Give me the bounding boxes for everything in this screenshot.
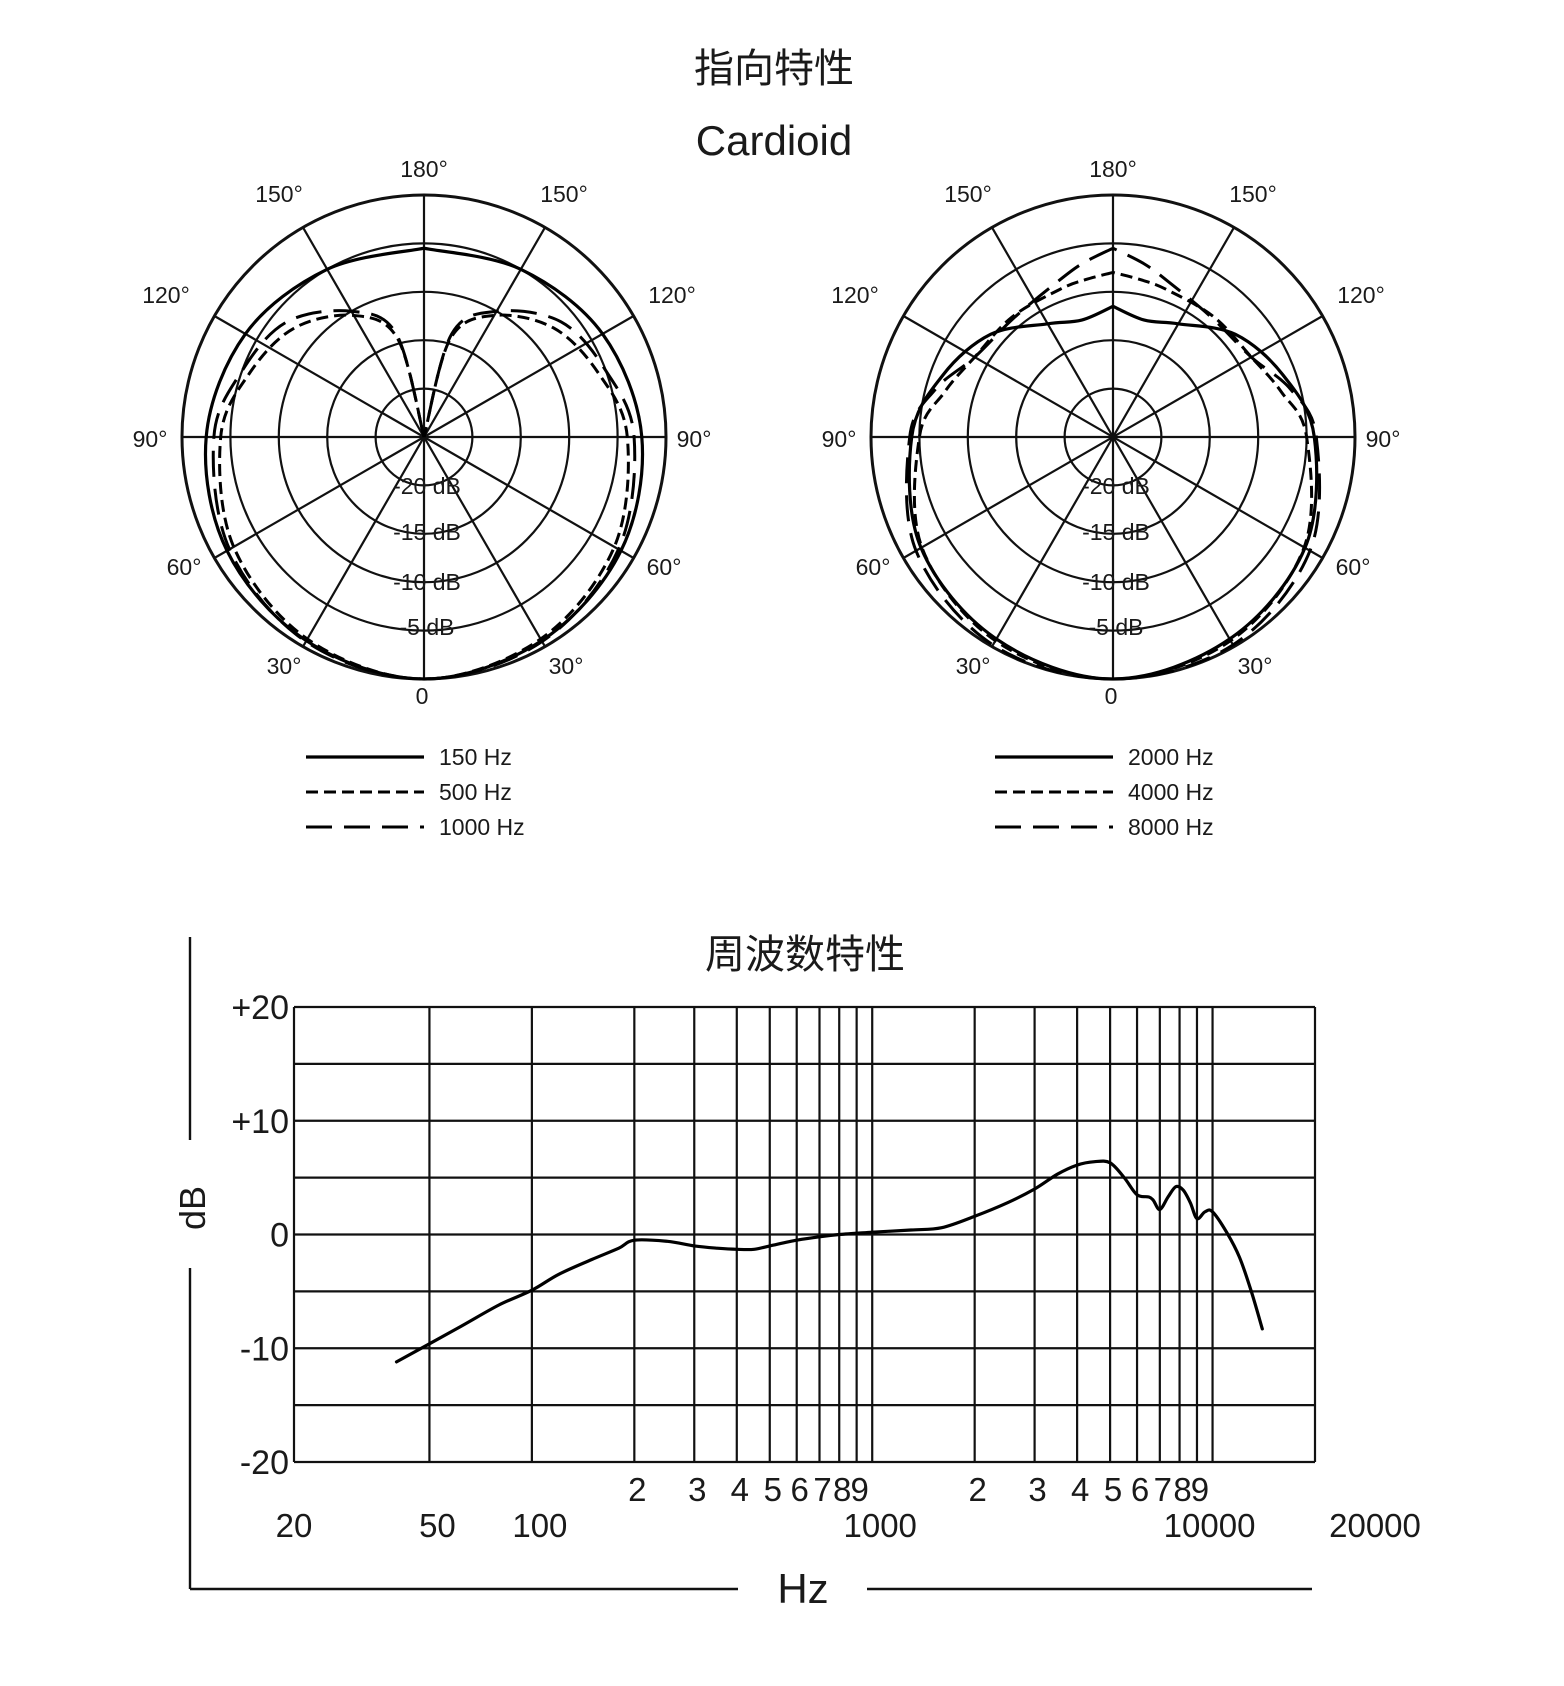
polar-spoke [991, 226, 1235, 648]
polar-ring-label: -15 dB [1082, 519, 1150, 545]
polar-ring-label: -10 dB [1082, 569, 1150, 595]
polar-angle-label: 90° [822, 426, 857, 452]
x-tick-label-major: 50 [419, 1507, 456, 1544]
x-tick-label-minor: 2 [628, 1471, 646, 1508]
x-tick-label-minor: 5 [1104, 1471, 1122, 1508]
y-axis-label: dB [172, 1186, 213, 1230]
polar-subtitle: Cardioid [696, 117, 852, 164]
polar-angle-label: 60° [856, 554, 891, 580]
polar-series-line [904, 246, 1322, 681]
polar-angle-label: 30° [549, 653, 584, 679]
x-tick-label-major: 1000 [844, 1507, 917, 1544]
polar-angle-label: 90° [677, 426, 712, 452]
polar-chart-low-frequencies: 180° 150° 150° 120° 120° 90° 90° 60° 60° 30° 30° 0 -… [133, 156, 712, 840]
polar-angle-label: 30° [1238, 653, 1273, 679]
polar-ring-label: -10 dB [393, 569, 461, 595]
polar-angle-label: 60° [1336, 554, 1371, 580]
legend-label: 1000 Hz [439, 814, 525, 840]
x-tick-label-minor: 3 [688, 1471, 706, 1508]
polar-angle-label: 90° [133, 426, 168, 452]
x-tick-label-major: 20000 [1329, 1507, 1421, 1544]
x-tick-label-minor: 8 [1173, 1471, 1191, 1508]
y-tick-label: +10 [231, 1103, 289, 1141]
legend-label: 4000 Hz [1128, 779, 1214, 805]
polar-ring-label: -20 dB [1082, 473, 1150, 499]
x-tick-label-minor: 9 [1191, 1471, 1209, 1508]
x-tick-label-minor: 7 [1154, 1471, 1172, 1508]
polar-angle-label: 120° [831, 282, 879, 308]
legend-label: 150 Hz [439, 744, 512, 770]
frequency-response-line [394, 1159, 1264, 1364]
polar-angle-label: 180° [1089, 156, 1137, 182]
x-tick-label-minor: 2 [968, 1471, 986, 1508]
polar-angle-label: 0 [1105, 683, 1118, 709]
x-tick-label-minor: 7 [813, 1471, 831, 1508]
polar-angle-label: 30° [956, 653, 991, 679]
polar-chart-high-frequencies: 180° 150° 150° 120° 120° 90° 90° 60° 60° 30° 30° 0 -… [822, 156, 1401, 840]
x-tick-label-major: 10000 [1164, 1507, 1256, 1544]
x-tick-label-minor: 4 [1071, 1471, 1089, 1508]
frequency-response-title: 周波数特性 [705, 932, 905, 978]
y-tick-label: +20 [231, 989, 289, 1027]
polar-angle-label: 180° [400, 156, 448, 182]
x-tick-label-major: 20 [276, 1507, 313, 1544]
y-tick-label: -10 [240, 1330, 289, 1368]
polar-angle-label: 150° [1229, 181, 1277, 207]
polar-angle-label: 30° [267, 653, 302, 679]
polar-angle-label: 120° [1337, 282, 1385, 308]
polar-ring-label: -5 dB [1089, 614, 1144, 640]
polar-angle-label: 120° [142, 282, 190, 308]
y-tick-label: 0 [270, 1217, 289, 1255]
polar-ring-label: -15 dB [393, 519, 461, 545]
x-tick-label-minor: 6 [791, 1471, 809, 1508]
x-tick-label-minor: 5 [764, 1471, 782, 1508]
legend-label: 500 Hz [439, 779, 512, 805]
y-tick-label: -20 [240, 1444, 289, 1482]
x-tick-label-minor: 9 [850, 1471, 868, 1508]
x-tick-label-minor: 6 [1131, 1471, 1149, 1508]
polar-angle-label: 150° [944, 181, 992, 207]
x-tick-label-minor: 8 [833, 1471, 851, 1508]
polar-title: 指向特性 [694, 46, 854, 92]
legend-label: 2000 Hz [1128, 744, 1214, 770]
polar-ring-label: -5 dB [400, 614, 455, 640]
polar-angle-label: 90° [1366, 426, 1401, 452]
x-tick-label-minor: 3 [1028, 1471, 1046, 1508]
polar-ring-label: -20 dB [393, 473, 461, 499]
x-tick-label-major: 100 [512, 1507, 567, 1544]
polar-angle-label: 120° [648, 282, 696, 308]
polar-angle-label: 150° [255, 181, 303, 207]
polar-angle-label: 0 [416, 683, 429, 709]
polar-angle-label: 60° [647, 554, 682, 580]
polar-angle-label: 150° [540, 181, 588, 207]
x-tick-label-minor: 4 [731, 1471, 749, 1508]
legend-label: 8000 Hz [1128, 814, 1214, 840]
polar-series-line [211, 309, 637, 681]
polar-angle-label: 60° [167, 554, 202, 580]
x-axis-label: Hz [777, 1565, 828, 1612]
